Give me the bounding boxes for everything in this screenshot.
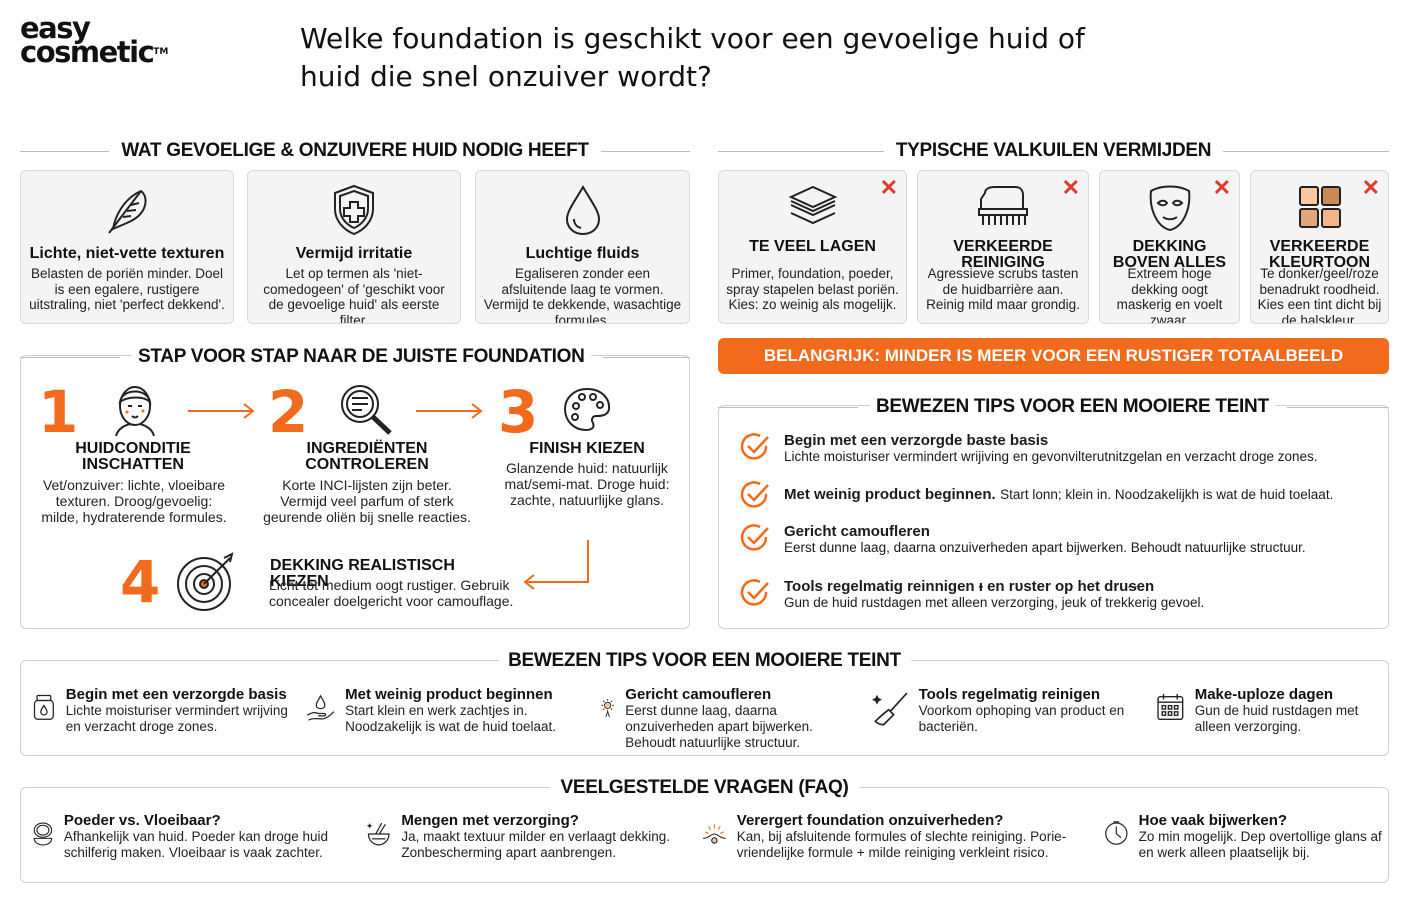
logo-line2: cosmetic: [20, 35, 155, 69]
faq-item-1: Poeder vs. Vloeibaar?Afhankelijk van hui…: [32, 812, 352, 861]
faq-panel: [20, 787, 1389, 883]
arrow-right-icon: [188, 403, 255, 419]
logo: easy cosmeticTM: [20, 11, 169, 67]
tip-right-2: Met weinig product beginnen. Start lonn;…: [740, 480, 1333, 510]
tip-right-4: Tools regelmatig reinnigen ᵻ en rᴜster o…: [740, 578, 1204, 611]
step-3-body: Glanzende huid: natuurlijk mat/semi-mat.…: [504, 460, 670, 508]
step-number-2: 2: [268, 378, 309, 446]
calendar-icon: [1157, 694, 1184, 720]
tips-bottom-panel: [20, 660, 1389, 756]
tips-right-heading: BEWEZEN TIPS VOOR EEN MOOIERE TEINT: [718, 396, 1389, 418]
faq-item-3: Verergert foundation onzuiverheden?Kan, …: [702, 812, 1082, 861]
arrow-return-icon: [523, 540, 589, 590]
check-circle-icon: [740, 433, 769, 460]
compact-icon: [33, 822, 53, 846]
needs-card-2: Vermijd irritatie Let op termen als 'nie…: [247, 170, 461, 324]
x-mark-icon: ✕: [1061, 175, 1080, 200]
page-title-line1: Welke foundation is geschikt voor een ge…: [300, 22, 1085, 55]
camouflage-icon: [601, 699, 614, 718]
mixing-bowl-icon: [366, 822, 390, 846]
step-number-3: 3: [498, 378, 539, 446]
arrow-right-icon: [416, 403, 483, 419]
page-title: Welke foundation is geschikt voor een ge…: [300, 20, 1200, 96]
step-2-title: INGREDIËNTEN CONTROLEREN: [305, 440, 429, 473]
target-icon: [177, 552, 234, 611]
pore-icon: [703, 824, 726, 844]
x-mark-icon: ✕: [1361, 175, 1380, 200]
step-2-body: Korte INCI-lijsten zijn beter. Vermijd v…: [263, 477, 471, 525]
feather-icon: [108, 189, 147, 234]
x-mark-icon: ✕: [879, 175, 898, 200]
needs-card-1: Lichte, niet-vette texturen Belasten de …: [20, 170, 234, 324]
scrub-brush-icon: [978, 186, 1028, 225]
drop-hand-icon: [306, 694, 335, 721]
pitfall-card-4: ✕ VERKEERDE KLEURTOON Te donker/geel/roz…: [1250, 170, 1389, 324]
pitfall-card-2: ✕ VERKEERDE REINIGING Agressieve scrubs …: [917, 170, 1089, 324]
needs-card-3: Luchtige fluids Egaliseren zonder een af…: [475, 170, 690, 324]
steps-panel: [20, 355, 690, 629]
palette-icon: [563, 387, 611, 432]
needs-heading: WAT GEVOELIGE & ONZUIVERE HUID NODIG HEE…: [20, 140, 691, 162]
pitfall-card-1: ✕ TE VEEL LAGEN Primer, foundation, poed…: [718, 170, 907, 324]
step-3-title: FINISH KIEZEN: [529, 440, 645, 457]
check-circle-icon: [740, 579, 769, 606]
layers-icon: [788, 185, 837, 225]
swatch-icon: [1298, 186, 1341, 228]
faq-item-4: Hoe vaak bijwerken?Zo min mogelijk. Dep …: [1104, 812, 1384, 861]
step-4-body: Licht tot medium oogt rustiger. Gebruik …: [269, 577, 514, 609]
clock-icon: [1105, 821, 1128, 845]
faq-heading: VEELGESTELDE VRAGEN (FAQ): [20, 777, 1389, 799]
page-title-line2: huid die snel onzuiver wordt?: [300, 60, 712, 93]
step-1-title: HUIDCONDITIE INSCHATTEN: [75, 440, 191, 473]
shield-plus-icon: [334, 184, 374, 236]
brush-icon: [872, 692, 908, 726]
faq-item-2: Mengen met verzorging?Ja, maakt textuur …: [366, 812, 696, 861]
cream-jar-icon: [33, 694, 54, 720]
tips-bottom-heading: BEWEZEN TIPS VOOR EEN MOOIERE TEINT: [20, 650, 1389, 672]
steps-heading: STAP VOOR STAP NAAR DE JUISTE FOUNDATION: [20, 346, 690, 368]
logo-tm: TM: [153, 47, 169, 57]
pitfall-card-3: ✕ DEKKING BOVEN ALLES Extreem hoge dekki…: [1099, 170, 1240, 324]
x-mark-icon: ✕: [1212, 175, 1231, 200]
mask-icon: [1149, 185, 1190, 232]
step-number-4: 4: [120, 548, 161, 616]
step-4-title: DEKKING REALISTISCH KIEZEN: [270, 557, 455, 590]
drop-icon: [565, 184, 600, 236]
step-1-body: Vet/onzuiver: lichte, vloeibare texturen…: [41, 477, 227, 525]
step-number-1: 1: [38, 378, 79, 446]
pitfalls-heading: TYPISCHE VALKUILEN VERMIJDEN: [718, 140, 1389, 162]
magnifier-icon: [341, 385, 392, 435]
check-circle-icon: [740, 481, 769, 508]
logo-line1: easy: [20, 11, 91, 45]
face-icon: [115, 386, 155, 437]
important-banner: BELANGRIJK: MINDER IS MEER VOOR EEN RUST…: [718, 338, 1389, 374]
check-circle-icon: [740, 524, 769, 551]
